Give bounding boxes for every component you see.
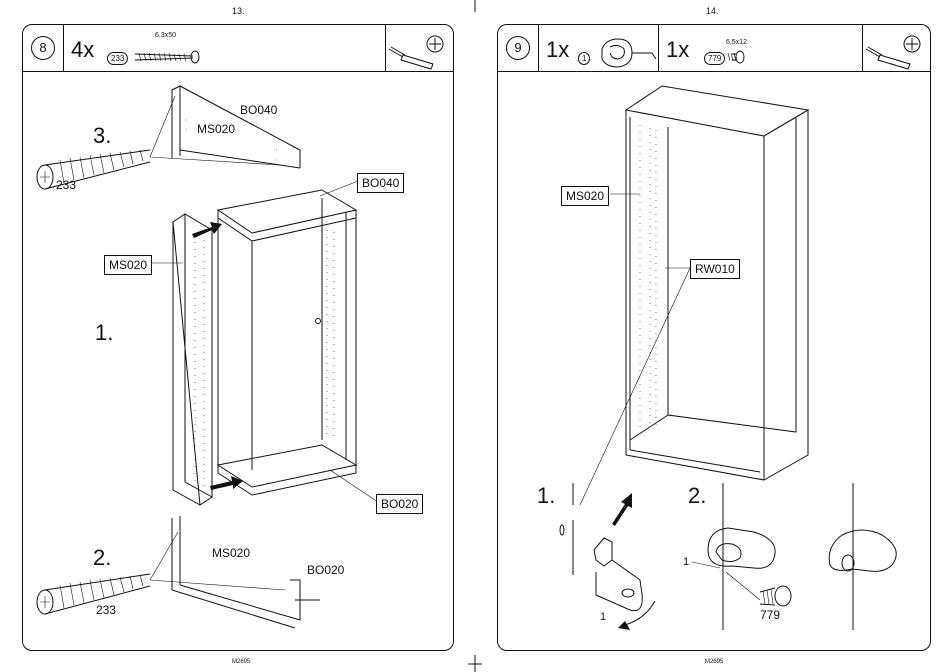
ms020-callout-right: MS020 <box>561 186 609 206</box>
detail-1 <box>560 483 655 630</box>
footer-code-right: M2695 <box>705 659 723 665</box>
rw010-callout: RW010 <box>690 259 740 279</box>
step-1-label-right: 1. <box>537 483 555 509</box>
part-1-label-a: 1 <box>600 611 606 623</box>
part-1-label-b: 1 <box>683 556 689 568</box>
step-2-label-right: 2. <box>688 483 706 509</box>
detail-2 <box>692 483 896 630</box>
assembled-carcass <box>626 86 808 480</box>
screw-779-label: 779 <box>760 608 780 622</box>
